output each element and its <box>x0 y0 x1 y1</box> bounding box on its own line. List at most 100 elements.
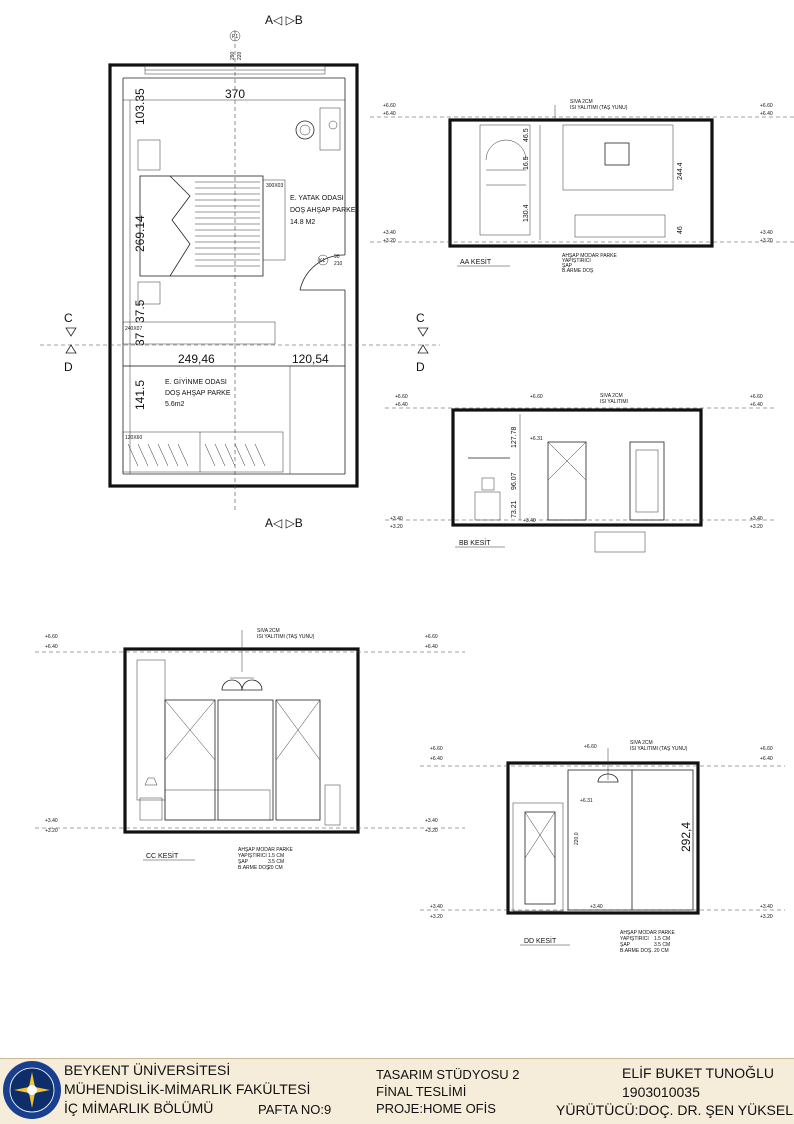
aa-lvl-tr1: +6.60 <box>760 103 773 109</box>
footer-faculty: MÜHENDİSLİK-MİMARLIK FAKÜLTESİ <box>64 1081 311 1097</box>
cc-outline <box>123 647 360 834</box>
aa-outline <box>448 118 714 248</box>
bb-desk <box>474 491 501 521</box>
dd-lvl-br1: +3.40 <box>760 904 773 910</box>
section-aa: +6.60 +6.40 +6.60 +6.40 +3.40 +3.20 +3.4… <box>370 99 794 274</box>
footer-phase: FİNAL TESLİMİ <box>376 1084 467 1099</box>
dd-fl1: AHŞAP MODAR PARKE <box>620 930 675 936</box>
cc-lvl-tr1: +6.60 <box>425 634 438 640</box>
bb-lvl-in2: +6.60 <box>530 394 543 400</box>
title-block <box>0 1058 794 1124</box>
cc-door-3 <box>275 699 321 821</box>
aa-dim-130-4: 130.4 <box>523 204 530 222</box>
cc-fl4: B.ARME DOŞ. <box>238 865 271 871</box>
sec-c-left: C <box>64 311 73 325</box>
sec-d-left: D <box>64 360 73 374</box>
aa-lvl-bl1: +3.40 <box>383 230 396 236</box>
dim-240x07: 240X07 <box>125 326 142 332</box>
sec-c-right: C <box>416 311 425 325</box>
aa-lvl-br2: +3.20 <box>760 238 773 244</box>
cc-fl3: ŞAP <box>238 859 249 865</box>
dim-37: 37 <box>133 332 147 346</box>
dim-103-35: 103.35 <box>133 88 147 125</box>
dd-cabinet <box>512 802 564 912</box>
cc-fv2: 1.5 CM <box>268 853 284 859</box>
aa-dim-46: 46 <box>677 226 684 234</box>
dim-249-46: 249,46 <box>178 352 215 366</box>
section-cc: +6.60 +6.40 +6.60 +6.40 +3.40 +3.20 +3.4… <box>35 628 465 871</box>
aa-note1: SIVA 2CM <box>570 99 593 105</box>
university-logo-icon <box>3 1061 61 1119</box>
cc-lamp <box>221 679 243 691</box>
dd-lvl-tl1: +6.60 <box>430 746 443 752</box>
cc-lvl-br1: +3.40 <box>425 818 438 824</box>
dd-door <box>524 811 556 905</box>
dd-lvl-tr1: +6.60 <box>760 746 773 752</box>
footer-advisor: YÜRÜTÜCÜ:DOÇ. DR. ŞEN YÜKSEL <box>556 1102 794 1118</box>
dd-lvl-in: +6.60 <box>584 744 597 750</box>
bb-wardrobe <box>629 441 665 521</box>
cc-lvl-bl2: +3.20 <box>45 828 58 834</box>
dd-lvl-in2: +6.31 <box>580 798 593 804</box>
section-marker-ab-top: A◁ ▷B <box>265 13 303 27</box>
dim-120-54: 120,54 <box>292 352 329 366</box>
door-k1-dim-bot: 210 <box>334 261 343 267</box>
dd-note2: ISI YALITIMI (TAŞ YUNU) <box>630 746 688 752</box>
bb-lvl-bl1: +3.40 <box>390 516 403 522</box>
plan-closet <box>122 431 284 473</box>
cc-note1: SIVA 2CM <box>257 628 280 634</box>
bb-door <box>547 441 587 521</box>
aa-lvl-bl2: +3.20 <box>383 238 396 244</box>
cc-fv3: 3.5 CM <box>268 859 284 865</box>
room2-area: 5.6m2 <box>165 401 185 408</box>
bb-outline <box>451 408 703 527</box>
cc-fv4: 20 CM <box>268 865 283 871</box>
dd-fv3: 3.5 CM <box>654 942 670 948</box>
dd-outline <box>506 761 700 915</box>
cc-lvl-br2: +3.20 <box>425 828 438 834</box>
bb-lvl-bl2: +3.20 <box>390 524 403 530</box>
bb-lvl-br2: +3.20 <box>750 524 763 530</box>
dd-dim-220: 220,0 <box>574 832 580 845</box>
bb-note1: SIVA 2CM <box>600 393 623 399</box>
bb-lvl-tl1: +6.60 <box>395 394 408 400</box>
dd-lvl-fl: +3.40 <box>590 904 603 910</box>
sec-d-right: D <box>416 360 425 374</box>
room1-floor: DOŞ AHŞAP PARKE <box>290 207 356 214</box>
dd-title: DD KESİT <box>524 936 557 945</box>
dd-note1: SIVA 2CM <box>630 740 653 746</box>
bb-dim-73-21: 73.21 <box>511 500 518 518</box>
dd-fv4: 20 CM <box>654 948 669 954</box>
footer-university: BEYKENT ÜNİVERSİTESİ <box>64 1062 231 1078</box>
dd-fl3: ŞAP <box>620 942 631 948</box>
door-tag-k1-label: K1 <box>319 258 325 264</box>
bb-lvl-br1: +3.40 <box>750 516 763 522</box>
cc-fl2: YAPIŞTIRICI <box>238 853 267 859</box>
section-bb: +6.60 +6.40 +6.60 +6.40 +3.40 +3.20 +3.4… <box>385 393 775 553</box>
bb-lvl-fl: +3.40 <box>523 518 536 524</box>
dd-fv2: 1.5 CM <box>654 936 670 942</box>
dd-lvl-tr2: +6.40 <box>760 756 773 762</box>
bb-lvl-tl2: +6.40 <box>395 402 408 408</box>
bb-note2: ISI YALITIMI <box>600 399 628 405</box>
aa-lvl-tl2: +6.40 <box>383 111 396 117</box>
room1-area: 14.8 M2 <box>290 219 315 226</box>
dd-sliding-door <box>567 769 694 911</box>
section-dd: +6.60 +6.40 +6.60 +6.40 +3.40 +3.20 +3.4… <box>420 740 785 954</box>
cc-door-2 <box>217 699 274 821</box>
plan-outer-wall <box>108 63 359 488</box>
cc-bed <box>164 789 271 821</box>
door-p1-dim-top: 290 <box>230 51 236 60</box>
dd-lamp <box>597 773 619 783</box>
footer-project: PROJE:HOME OFİS <box>376 1101 496 1116</box>
aa-bed <box>574 214 666 238</box>
aa-fl1: AHŞAP MODAR PARKE <box>562 253 617 259</box>
dd-lvl-bl2: +3.20 <box>430 914 443 920</box>
plan-nightstand-bottom <box>137 281 161 305</box>
floor-plan: A◁ ▷B P1 290 220 370 103.35 269.14 37.5 … <box>40 13 440 530</box>
plan-bed <box>139 175 264 277</box>
aa-fl4: B.ARME DOŞ <box>562 268 594 274</box>
aa-headboard <box>562 124 674 191</box>
bb-dim-127-78: 127.78 <box>511 426 518 448</box>
